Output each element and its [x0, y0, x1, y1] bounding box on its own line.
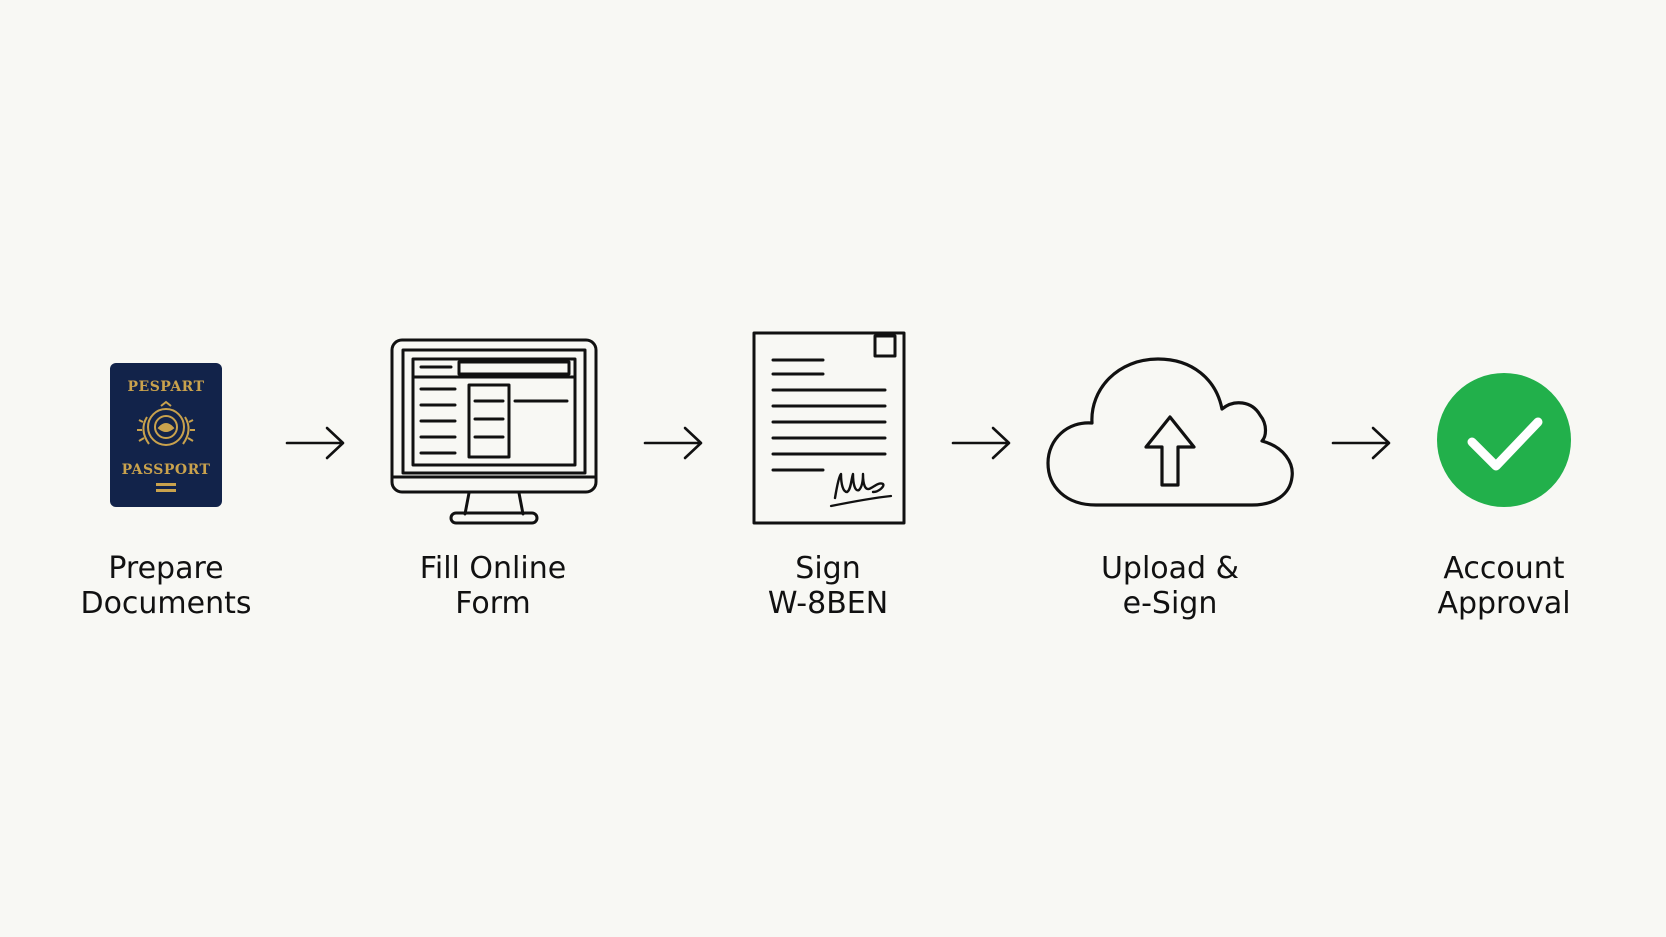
step-label-line: W-8BEN	[767, 586, 889, 621]
step-label-sign-w8ben: Sign W-8BEN	[708, 551, 948, 621]
step-label-upload-esign: Upload & e-Sign	[1050, 551, 1290, 621]
step-label-line: Approval	[1437, 586, 1571, 621]
arrow-right-icon	[285, 426, 345, 460]
arrow-right-icon	[643, 426, 703, 460]
passport-top-text: PESPART	[128, 379, 205, 395]
step-label-line: e-Sign	[1122, 586, 1218, 621]
passport-icon: PESPART PASSPORT	[110, 363, 222, 507]
signature-icon	[833, 472, 885, 500]
step-label-line: Form	[455, 586, 531, 621]
monitor-form-icon	[390, 338, 598, 525]
step-label-line: Prepare	[108, 551, 224, 586]
passport-emblem-icon	[137, 400, 195, 446]
step-label-line: Account	[1443, 551, 1565, 586]
signed-document-icon	[752, 331, 906, 525]
passport-bottom-text: PASSPORT	[122, 462, 211, 478]
checkmark-circle-icon	[1437, 373, 1571, 507]
step-label-fill-online-form: Fill Online Form	[373, 551, 613, 621]
step-label-account-approval: Account Approval	[1384, 551, 1624, 621]
step-label-line: Sign	[795, 551, 861, 586]
cloud-upload-icon	[1046, 357, 1294, 507]
step-label-line: Fill Online	[419, 551, 567, 586]
step-label-line: Upload &	[1100, 551, 1240, 586]
step-label-prepare-documents: Prepare Documents	[46, 551, 286, 621]
arrow-right-icon	[951, 426, 1011, 460]
step-label-line: Documents	[80, 586, 252, 621]
arrow-right-icon	[1331, 426, 1391, 460]
